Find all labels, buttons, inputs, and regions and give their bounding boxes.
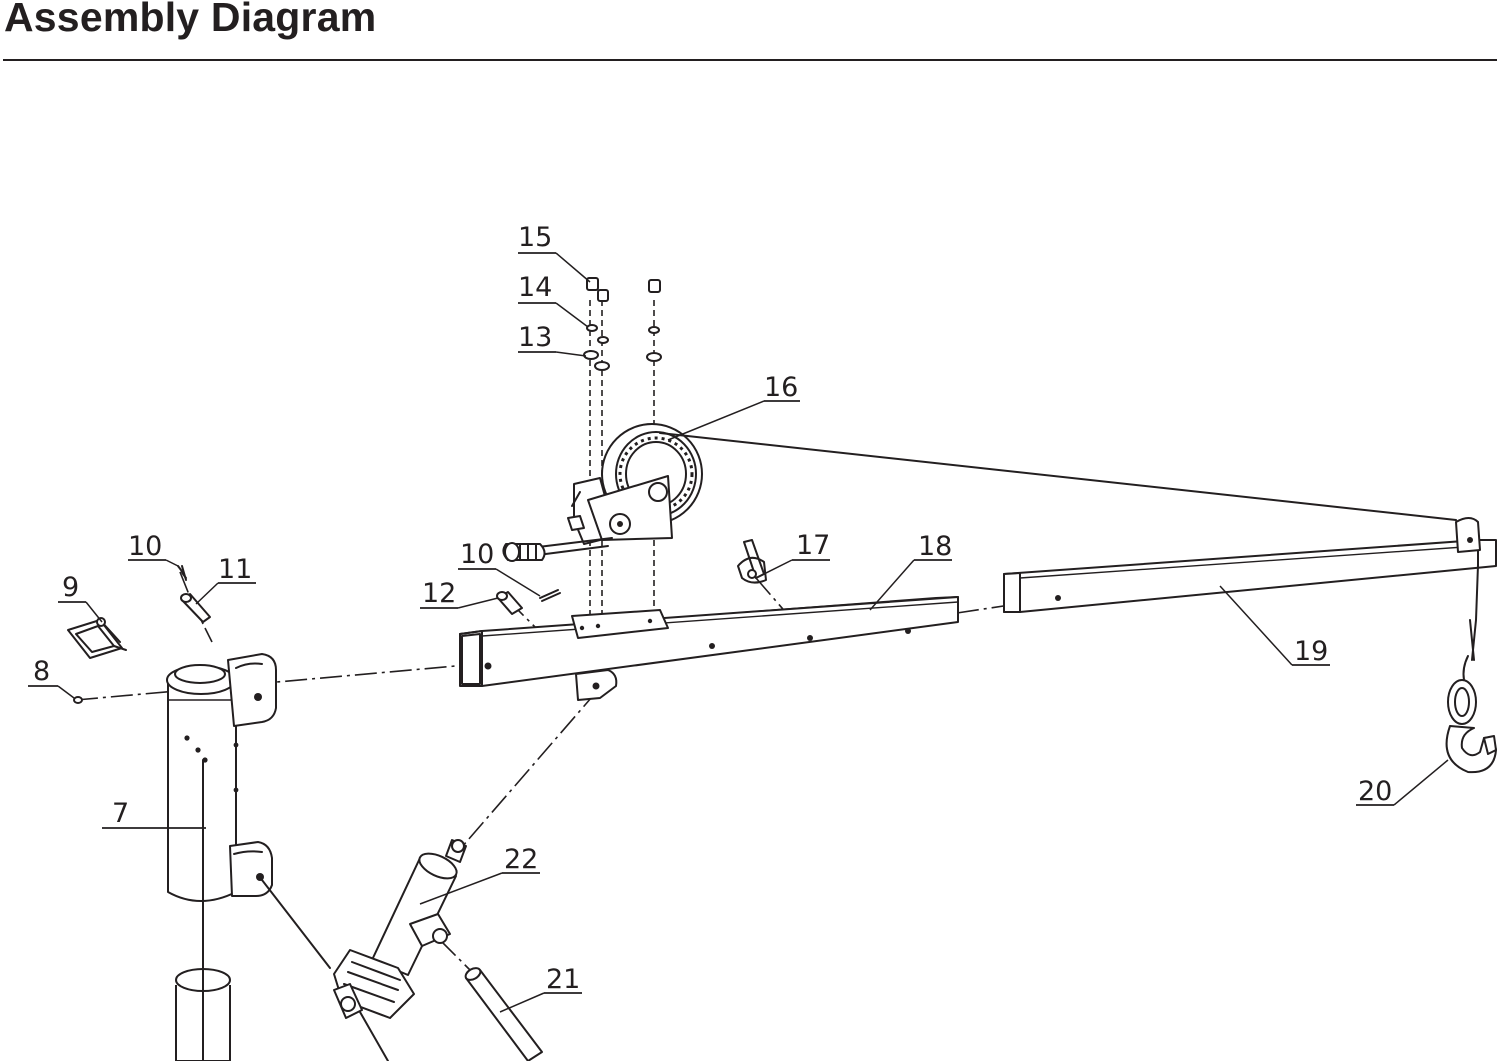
callout-7: 7: [102, 798, 206, 829]
lock-washers-part-14: [586, 324, 660, 344]
callout-21: 21: [499, 964, 582, 1013]
part-label-15: 15: [518, 222, 552, 253]
inner-boom-part-18: [459, 596, 959, 701]
part-label-14: 14: [518, 272, 552, 303]
part-label-13: 13: [518, 322, 552, 353]
part-label-17: 17: [796, 530, 830, 561]
part-label-8: 8: [33, 656, 50, 687]
callout-18: 18: [869, 531, 952, 611]
mounting-bolts-part-15: [586, 277, 661, 302]
flat-washers-part-13: [583, 350, 662, 371]
callout-22: 22: [419, 844, 540, 905]
ram-link-line: [261, 879, 331, 969]
part-label-10-mid: 10: [460, 539, 494, 570]
part-label-9: 9: [62, 572, 79, 603]
part-label-20: 20: [1358, 776, 1392, 807]
callout-17: 17: [759, 530, 830, 577]
callout-19: 19: [1219, 585, 1330, 667]
callout-10-mid: 10: [458, 539, 541, 597]
callout-11: 11: [195, 554, 256, 605]
part-label-19: 19: [1294, 636, 1328, 667]
title-divider: [3, 59, 1497, 61]
callout-8: 8: [28, 656, 75, 699]
pin-part-12: [496, 591, 523, 615]
callout-10-left: 10: [128, 531, 179, 567]
mast-post-part-7: [166, 653, 277, 1061]
hook-part-20: [1445, 564, 1497, 774]
pump-handle-part-21: [464, 967, 543, 1061]
part-label-22: 22: [504, 844, 538, 875]
part-label-16: 16: [764, 372, 798, 403]
callout-9: 9: [58, 572, 103, 623]
cotter-pin-part-10-mid: [539, 589, 561, 602]
callout-20: 20: [1356, 759, 1449, 807]
part-label-12: 12: [422, 578, 456, 609]
hydraulic-ram-part-22: [333, 839, 467, 1061]
callout-12: 12: [420, 578, 499, 609]
cotter-pin-part-10-left: [177, 565, 187, 581]
hitch-pin-part-17: [737, 539, 767, 584]
page-title: Assembly Diagram: [4, 0, 377, 40]
winch-part-16: [502, 423, 703, 562]
callout-13: 13: [518, 322, 587, 357]
part-label-7: 7: [112, 798, 129, 829]
part-label-18: 18: [918, 531, 952, 562]
callout-16: 16: [667, 372, 800, 441]
part-label-10-left: 10: [128, 531, 162, 562]
winch-cable: [659, 432, 1457, 521]
callout-14: 14: [518, 272, 589, 328]
part-label-21: 21: [546, 964, 580, 995]
pin-part-11: [180, 593, 211, 623]
bolt-part-8: [73, 696, 83, 704]
callout-15: 15: [518, 222, 591, 283]
handle-clip-part-9: [67, 617, 127, 659]
outer-boom-part-19: [1003, 517, 1497, 613]
part-label-11: 11: [218, 554, 252, 585]
